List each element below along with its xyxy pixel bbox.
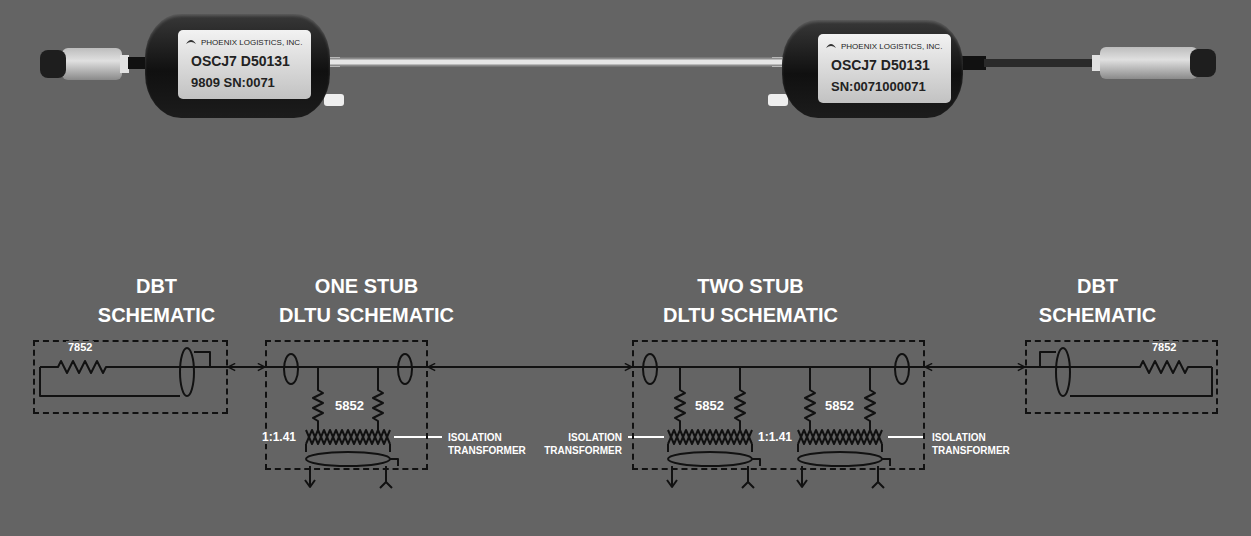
schematic-title: DBT SCHEMATIC xyxy=(1039,272,1156,330)
resistor-value: 5852 xyxy=(333,398,366,414)
coax-symbol xyxy=(798,452,882,466)
wire xyxy=(40,367,180,396)
part-marking: OSCJ7 D50131 xyxy=(827,53,942,77)
coax-symbol xyxy=(306,452,390,466)
bus-line xyxy=(428,366,632,368)
plug-ring xyxy=(120,55,129,73)
module-housing: PHOENIX LOGISTICS, INC.OSCJ7 D50131SN:00… xyxy=(782,20,963,118)
schematic-box: DBT SCHEMATIC xyxy=(1025,340,1218,414)
stub-connector xyxy=(324,94,344,106)
turns-ratio: 1:1.41 xyxy=(756,430,794,444)
leader-line xyxy=(394,436,442,438)
shield-wire xyxy=(194,352,210,367)
coax-symbol xyxy=(668,452,752,466)
resistor-symbol xyxy=(805,367,815,430)
transformer-winding xyxy=(668,430,752,444)
resistor-value: 7852 xyxy=(66,341,94,354)
wire xyxy=(306,444,390,452)
bus-wire xyxy=(632,366,925,368)
resistor-value: 7852 xyxy=(1150,341,1178,354)
plug-cap xyxy=(1190,49,1216,77)
schematic-title: ONE STUB DLTU SCHEMATIC xyxy=(279,272,454,330)
part-marking: SN:0071000071 xyxy=(827,77,942,97)
module-housing: PHOENIX LOGISTICS, INC.OSCJ7 D501319809 … xyxy=(145,14,330,118)
coax-symbol xyxy=(284,354,298,384)
shield-wire xyxy=(1040,352,1056,367)
cable-outline xyxy=(330,58,782,67)
bus-connector xyxy=(428,367,632,368)
coax-symbol xyxy=(398,354,412,384)
stub-connector xyxy=(768,94,788,106)
plug-ring xyxy=(1092,55,1101,71)
transformer-winding xyxy=(306,430,390,444)
logo-shape xyxy=(186,40,196,44)
plug-sleeve xyxy=(1100,47,1198,79)
bus-wire xyxy=(265,366,428,368)
coax-symbol xyxy=(643,354,657,384)
plug-cable xyxy=(984,59,1094,67)
resistor-value: 5852 xyxy=(823,398,856,414)
wire xyxy=(1070,367,1212,396)
transformer-winding xyxy=(798,430,882,444)
resistor-symbol xyxy=(313,367,323,430)
part-marking: 9809 SN:0071 xyxy=(187,73,302,93)
part-marking: OSCJ7 D50131 xyxy=(187,49,302,73)
transformer-winding xyxy=(798,430,882,444)
coax-symbol xyxy=(180,348,194,396)
bus-connector xyxy=(228,367,265,368)
cable xyxy=(330,62,782,63)
schematic-title: TWO STUB DLTU SCHEMATIC xyxy=(663,272,838,330)
resistor-symbol xyxy=(40,361,228,373)
callout-label: ISOLATION TRANSFORMER xyxy=(446,431,528,457)
resistor-symbol xyxy=(675,367,685,430)
coax-symbol xyxy=(1056,348,1070,396)
shield-wire xyxy=(390,459,398,466)
logo-mark xyxy=(185,36,197,46)
resistor-symbol xyxy=(373,367,383,430)
schematic-title: DBT SCHEMATIC xyxy=(98,272,215,330)
plug-cap xyxy=(40,50,66,78)
label-plate: PHOENIX LOGISTICS, INC.OSCJ7 D50131SN:00… xyxy=(818,34,951,103)
resistor-value: 5852 xyxy=(693,398,726,414)
shield-wire xyxy=(752,459,890,466)
transformer-winding xyxy=(306,430,390,444)
schematic-box: TWO STUB DLTU SCHEMATIC xyxy=(632,340,925,470)
logo-mark xyxy=(825,40,837,50)
maker-name: PHOENIX LOGISTICS, INC. xyxy=(187,37,302,49)
leader-line xyxy=(888,436,924,438)
bus-connector xyxy=(925,367,1025,368)
plug-sleeve xyxy=(62,48,122,80)
callout-label: ISOLATION TRANSFORMER xyxy=(930,431,1012,457)
resistor-symbol xyxy=(1025,361,1212,373)
bus-line xyxy=(925,366,1025,368)
coax-symbol xyxy=(895,354,909,384)
transformer-winding xyxy=(668,430,752,444)
turns-ratio: 1:1.41 xyxy=(260,430,298,444)
bus-line xyxy=(228,366,265,368)
callout-label: ISOLATION TRANSFORMER xyxy=(542,431,624,457)
schematic-box: DBT SCHEMATIC xyxy=(33,340,228,414)
maker-name: PHOENIX LOGISTICS, INC. xyxy=(827,41,942,53)
resistor-symbol xyxy=(735,367,745,430)
logo-shape xyxy=(826,44,836,48)
cable-core xyxy=(330,60,782,65)
wire xyxy=(668,444,882,452)
label-plate: PHOENIX LOGISTICS, INC.OSCJ7 D501319809 … xyxy=(178,30,311,99)
resistor-symbol xyxy=(865,367,875,430)
